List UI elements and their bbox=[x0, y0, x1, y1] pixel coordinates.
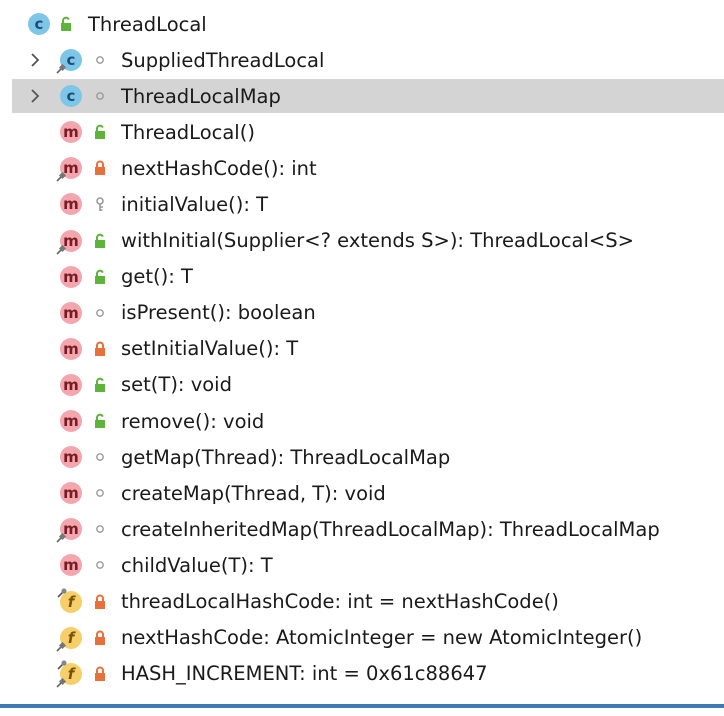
private-lock-icon bbox=[95, 341, 105, 356]
package-private-icon bbox=[96, 525, 104, 534]
tree-row-label: initialValue(): T bbox=[121, 193, 269, 217]
tree-row[interactable]: m setInitialValue(): T bbox=[0, 331, 724, 367]
method-icon: m bbox=[60, 301, 82, 324]
static-pin-icon bbox=[56, 172, 66, 182]
tree-row[interactable]: m isPresent(): boolean bbox=[0, 295, 724, 331]
tree-row-label: createInheritedMap(ThreadLocalMap): Thre… bbox=[121, 517, 660, 541]
method-icon: m bbox=[60, 121, 82, 144]
expand-arrow-icon[interactable] bbox=[26, 87, 44, 105]
tree-row-label: ThreadLocal() bbox=[121, 120, 255, 144]
tree-row-label: createMap(Thread, T): void bbox=[121, 481, 386, 505]
tree-row[interactable]: m createMap(Thread, T): void bbox=[0, 475, 724, 511]
tree-row[interactable]: m createInheritedMap(ThreadLocalMap): Thr… bbox=[0, 511, 724, 547]
tree-row[interactable]: m set(T): void bbox=[0, 367, 724, 403]
method-icon: m bbox=[60, 265, 82, 288]
public-icon bbox=[95, 269, 105, 284]
tree-row[interactable]: m ThreadLocal() bbox=[0, 114, 724, 150]
public-icon bbox=[95, 124, 105, 140]
root-label: ThreadLocal bbox=[88, 12, 207, 36]
static-pin-icon bbox=[56, 244, 66, 255]
tree-row-label: ThreadLocalMap bbox=[121, 84, 281, 108]
package-private-icon bbox=[96, 92, 104, 101]
protected-key-icon bbox=[96, 197, 104, 212]
tree-row-label: withInitial(Supplier<? extends S>): Thre… bbox=[121, 229, 634, 253]
method-icon: m bbox=[60, 554, 82, 577]
tree-row[interactable]: m childValue(T): T bbox=[0, 547, 724, 583]
tree-row[interactable]: m getMap(Thread): ThreadLocalMap bbox=[0, 439, 724, 475]
expand-arrow-icon[interactable] bbox=[26, 51, 44, 69]
method-icon: m bbox=[56, 157, 82, 182]
method-icon: m bbox=[56, 229, 82, 255]
method-icon: m bbox=[60, 410, 82, 433]
final-pin-icon bbox=[57, 660, 67, 670]
tree-row-label: childValue(T): T bbox=[121, 553, 273, 577]
private-lock-icon bbox=[95, 666, 105, 681]
tree-row-label: setInitialValue(): T bbox=[121, 337, 299, 361]
tree-root-row[interactable]: c ThreadLocal bbox=[0, 6, 724, 42]
tree-row-label: getMap(Thread): ThreadLocalMap bbox=[121, 445, 451, 469]
tree-row-label: nextHashCode: AtomicInteger = new Atomic… bbox=[121, 626, 643, 650]
tree-row-label: get(): T bbox=[121, 265, 193, 289]
tree-row[interactable]: m nextHashCode(): int bbox=[0, 150, 724, 186]
tree-row[interactable]: c SuppliedThreadLocal bbox=[0, 42, 724, 78]
private-lock-icon bbox=[95, 594, 105, 609]
private-lock-icon bbox=[95, 160, 105, 176]
method-icon: m bbox=[60, 373, 82, 396]
tree-row-label: nextHashCode(): int bbox=[121, 156, 317, 180]
private-lock-icon bbox=[95, 630, 105, 645]
public-icon bbox=[95, 233, 105, 248]
package-private-icon bbox=[96, 489, 104, 498]
tree-row[interactable]: m initialValue(): T bbox=[0, 186, 724, 222]
field-icon: f bbox=[56, 660, 82, 688]
tree-row[interactable]: m withInitial(Supplier<? extends S>): Thr… bbox=[0, 223, 724, 259]
public-icon bbox=[95, 377, 105, 392]
public-icon bbox=[95, 413, 105, 429]
static-pin-icon bbox=[56, 641, 66, 652]
tree-row[interactable]: m remove(): void bbox=[0, 403, 724, 439]
tree-row-label: threadLocalHashCode: int = nextHashCode(… bbox=[121, 590, 559, 614]
final-pin-icon bbox=[57, 587, 67, 598]
tree-row-label: HASH_INCREMENT: int = 0x61c88647 bbox=[121, 662, 488, 686]
package-private-icon bbox=[96, 308, 104, 317]
field-icon: f bbox=[57, 587, 82, 613]
method-icon: m bbox=[60, 446, 82, 469]
field-icon: f bbox=[56, 626, 82, 652]
class-icon: c bbox=[60, 85, 82, 108]
package-private-icon bbox=[96, 56, 104, 64]
method-icon: m bbox=[56, 518, 82, 543]
bottom-accent-bar bbox=[0, 704, 724, 708]
class-icon: c bbox=[56, 49, 82, 74]
method-icon: m bbox=[60, 482, 82, 505]
method-icon: m bbox=[60, 337, 82, 360]
tree-row[interactable]: c ThreadLocalMap bbox=[0, 78, 724, 114]
tree-row[interactable]: m get(): T bbox=[0, 259, 724, 295]
static-pin-icon bbox=[56, 64, 66, 74]
class-icon: c bbox=[28, 13, 50, 35]
tree-row-label: set(T): void bbox=[121, 373, 232, 397]
tree-row-label: remove(): void bbox=[121, 409, 265, 433]
tree-row[interactable]: f threadLocalHashCode: int = nextHashCode… bbox=[0, 584, 724, 620]
tree-row[interactable]: f nextHashCode: AtomicInteger = new Atomi… bbox=[0, 620, 724, 656]
tree-row[interactable]: f HASH_INCREMENT: int = 0x61c88647 bbox=[0, 656, 724, 692]
static-pin-icon bbox=[56, 677, 66, 688]
method-icon: m bbox=[60, 193, 82, 216]
static-pin-icon bbox=[56, 533, 66, 543]
public-icon bbox=[61, 16, 71, 31]
package-private-icon bbox=[96, 561, 104, 570]
tree-row-label: isPresent(): boolean bbox=[121, 301, 316, 325]
package-private-icon bbox=[96, 453, 104, 462]
tree-row-label: SuppliedThreadLocal bbox=[121, 48, 325, 72]
